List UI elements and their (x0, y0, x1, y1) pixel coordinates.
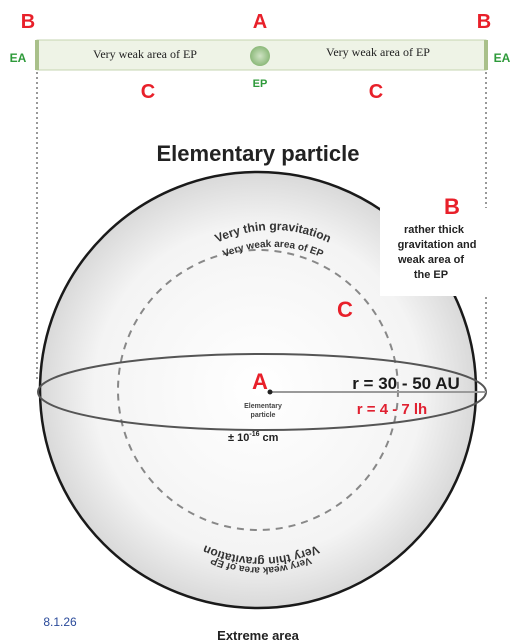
b-note-line-2: gravitation and (398, 239, 477, 251)
bar-right-edge (484, 40, 488, 70)
ep-dot (250, 46, 270, 66)
center-dot (268, 390, 273, 395)
b-note-line-3: weak area of (397, 254, 464, 266)
ea-label-right: EA (494, 51, 511, 65)
label-a-top: A (253, 11, 267, 33)
label-a-center: A (252, 369, 268, 394)
weak-area-label-left: Very weak area of EP (93, 47, 197, 61)
diagram-title: Elementary particle (157, 141, 360, 166)
center-caption-line-1: Elementary (244, 403, 282, 410)
radius-au-label: r = 30 - 50 AU (352, 374, 460, 393)
radius-lh-label: r = 4 - 7 lh (357, 401, 427, 418)
bar-left-edge (35, 40, 39, 70)
ep-label: EP (253, 78, 268, 90)
ea-label-left: EA (10, 51, 27, 65)
label-c-left: C (141, 81, 155, 103)
label-b-sphere: B (444, 194, 460, 219)
b-note-line-4: the EP (414, 269, 448, 281)
label-c-right: C (369, 81, 383, 103)
extreme-area-label: Extreme area (217, 628, 299, 643)
label-b-left: B (21, 11, 35, 33)
center-caption-line-2: particle (251, 412, 276, 419)
weak-area-label-right: Very weak area of EP (326, 45, 430, 59)
figure-id: 8.1.26 (43, 615, 77, 629)
label-c-sphere: C (337, 297, 353, 322)
label-b-right: B (477, 11, 491, 33)
b-note-box (380, 208, 492, 296)
b-note-line-1: rather thick (404, 224, 465, 236)
